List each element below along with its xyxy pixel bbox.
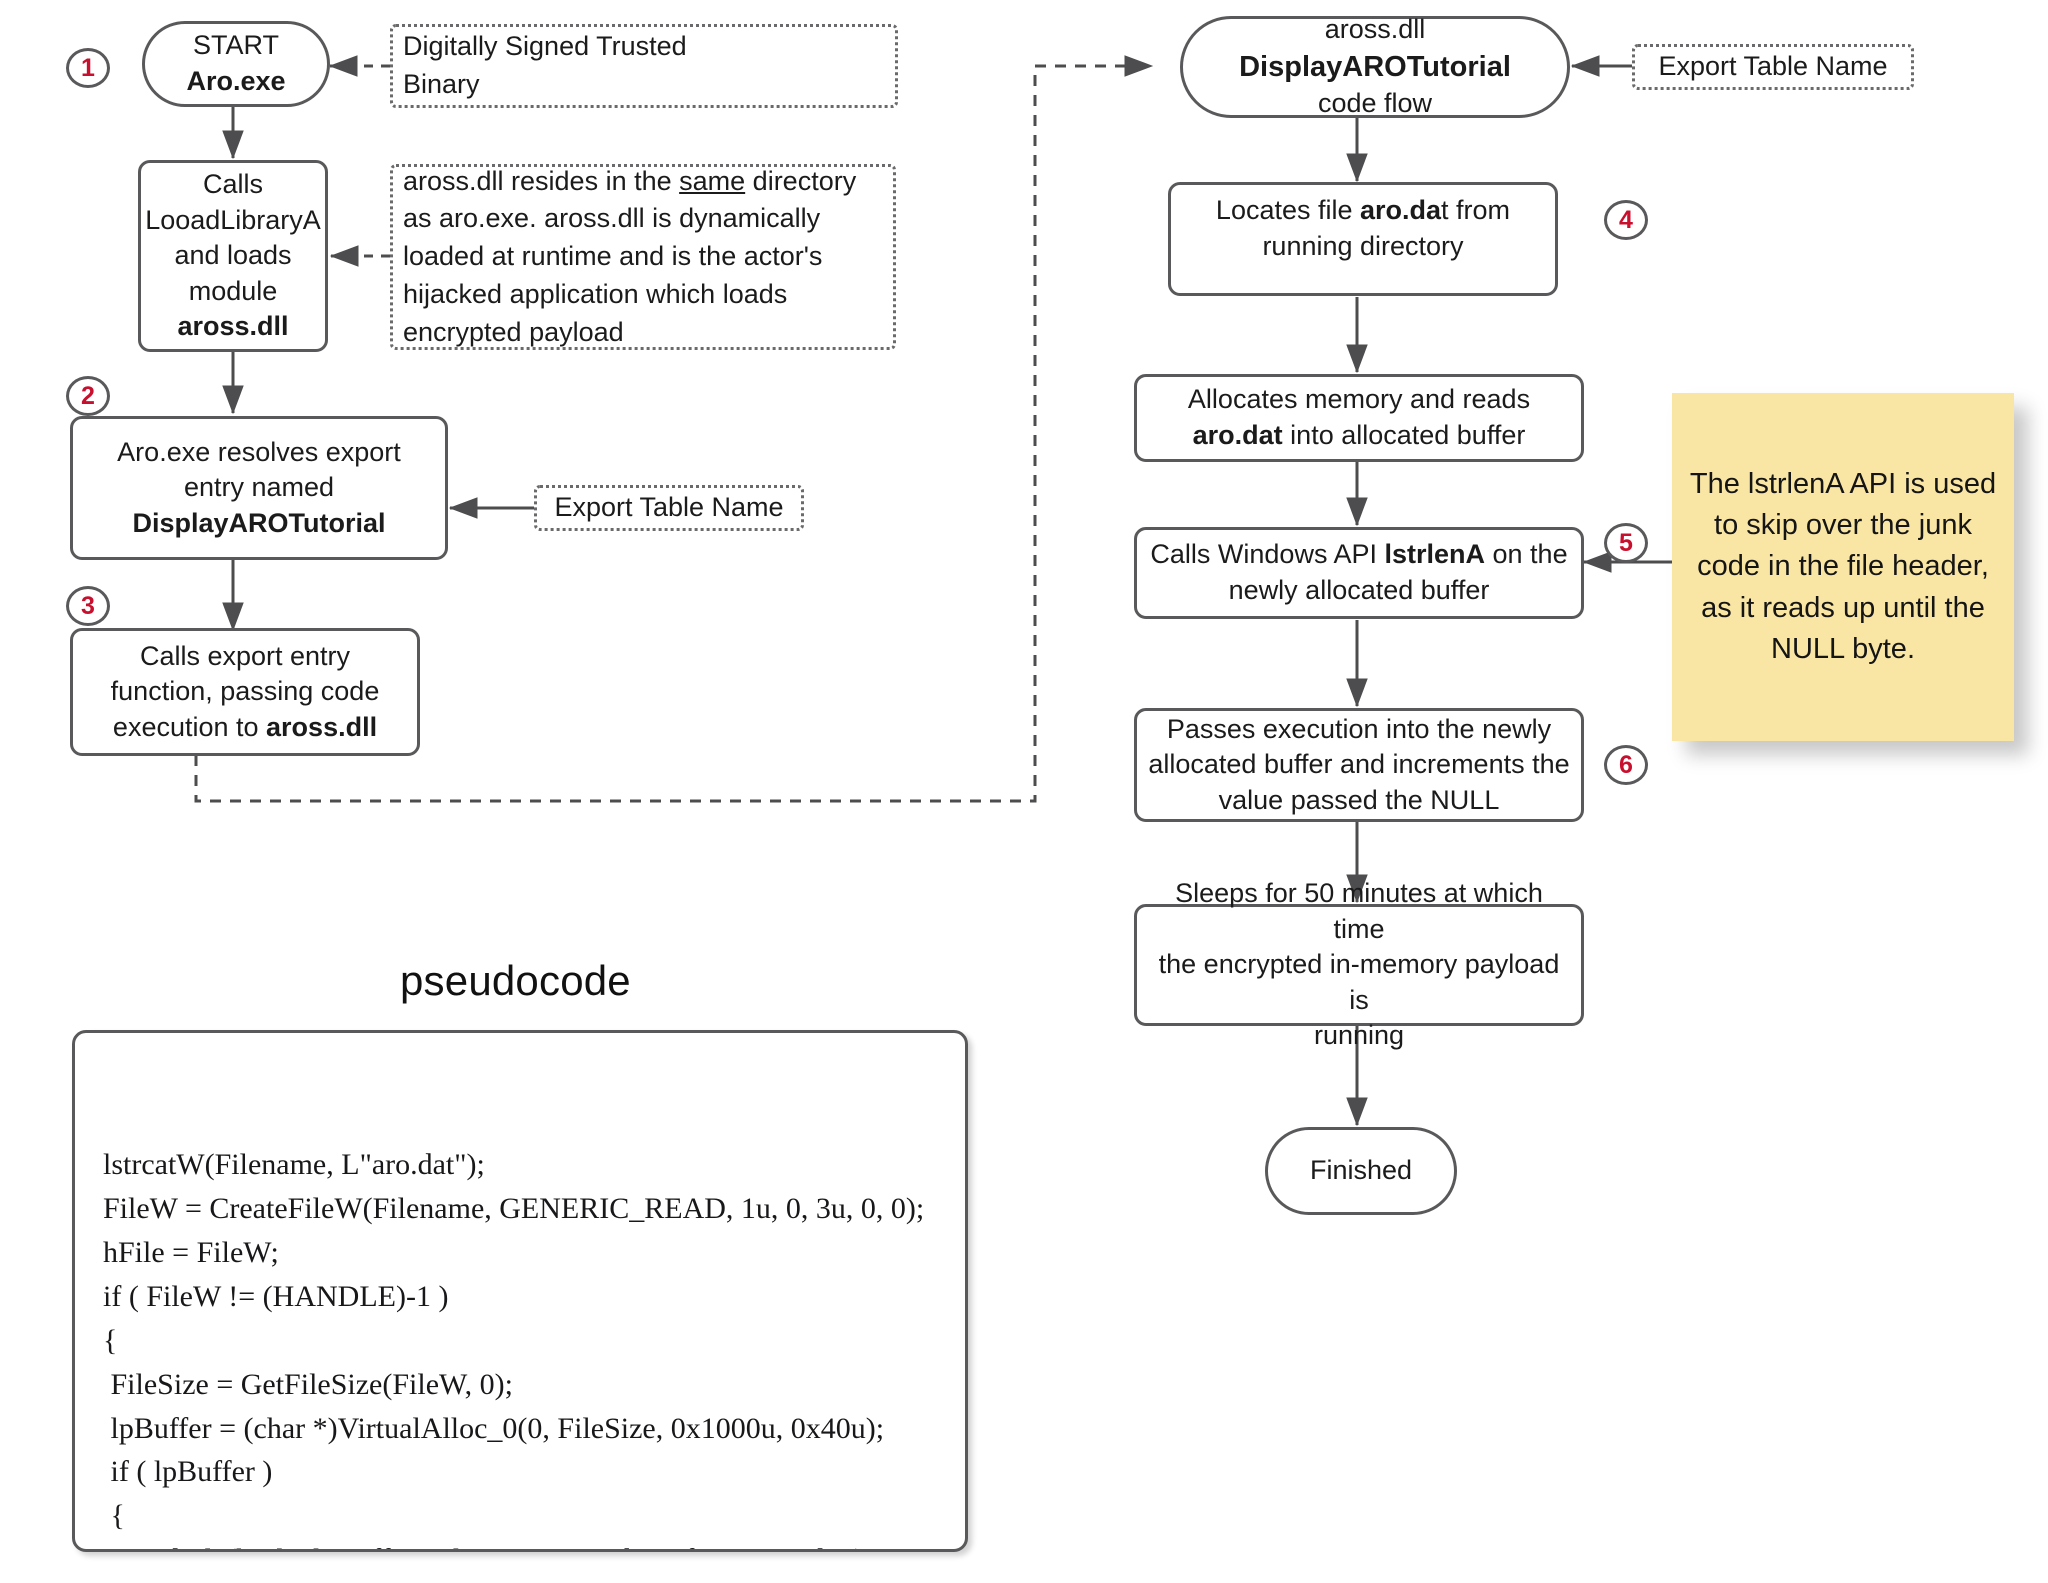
resolve-line-2: entry named bbox=[183, 472, 335, 503]
badge-step-1-label: 1 bbox=[81, 53, 95, 82]
loadlib-line-4: module bbox=[188, 275, 278, 306]
sleep-line-3: running bbox=[1313, 1020, 1405, 1051]
sticky-line-3: code in the file header, bbox=[1697, 550, 1989, 583]
entry-line-3: code flow bbox=[1317, 88, 1433, 119]
badge-step-3: 3 bbox=[66, 586, 110, 626]
finished-label: Finished bbox=[1309, 1155, 1413, 1186]
pseudocode-block: lstrcatW(Filename, L"aro.dat"); FileW = C… bbox=[72, 1030, 968, 1552]
badge-step-5-label: 5 bbox=[1619, 528, 1633, 557]
node-resolve-export-entry[interactable]: Aro.exe resolves export entry named Disp… bbox=[70, 416, 448, 560]
badge-step-5: 5 bbox=[1604, 523, 1648, 563]
allocate-line-1: Allocates memory and reads bbox=[1187, 384, 1531, 415]
node-sleeps-50-minutes[interactable]: Sleeps for 50 minutes at which time the … bbox=[1134, 878, 1584, 1050]
pseudocode-line: lstrcatW(Filename, L"aro.dat"); bbox=[103, 1147, 485, 1181]
note-aross-dll-description: aross.dll resides in the same directory … bbox=[390, 164, 896, 350]
sticky-line-5: NULL byte. bbox=[1771, 632, 1915, 665]
pseudocode-line: hFile = FileW; bbox=[103, 1235, 279, 1269]
allocate-line-2: aro.dat into allocated buffer bbox=[1188, 418, 1530, 454]
lstrlen-line-2: newly allocated buffer bbox=[1228, 575, 1490, 605]
badge-step-4-label: 4 bbox=[1619, 205, 1633, 234]
loadlib-line-3: and loads bbox=[174, 240, 292, 271]
locate-line-1: Locates file aro.dat from bbox=[1216, 193, 1510, 229]
note-aross-line-5: encrypted payload bbox=[403, 316, 624, 347]
allocate-line-2-bold: aro.dat bbox=[1192, 420, 1283, 450]
callexport-line-1: Calls export entry bbox=[139, 640, 351, 671]
sticky-line-2: to skip over the junk bbox=[1714, 509, 1972, 542]
note-signed-line-2: Binary bbox=[403, 69, 480, 99]
sleep-line-1: Sleeps for 50 minutes at which time bbox=[1175, 877, 1543, 944]
loadlib-line-1: Calls bbox=[202, 168, 263, 199]
sticky-line-1: The lstrlenA API is used bbox=[1689, 468, 1997, 501]
pseudocode-line: ReadFile(hFile, lpBuffer, FileSize, &Num… bbox=[103, 1538, 965, 1549]
lstrlen-line-1-bold: lstrlenA bbox=[1384, 539, 1486, 570]
passexec-line-1: Passes execution into the newly bbox=[1166, 713, 1552, 744]
pseudocode-line: { bbox=[103, 1499, 125, 1533]
passexec-line-2: allocated buffer and increments the bbox=[1148, 749, 1570, 780]
locate-line-1-suffix: t from bbox=[1441, 195, 1511, 226]
note-aross-line-3: loaded at runtime and is the actor's bbox=[403, 241, 823, 272]
callexport-line-2: function, passing code bbox=[110, 676, 380, 707]
badge-step-6: 6 bbox=[1604, 745, 1648, 785]
sticky-line-4: as it reads up until the bbox=[1701, 591, 1985, 624]
badge-step-2-label: 2 bbox=[81, 381, 95, 410]
badge-step-6-label: 6 bbox=[1619, 750, 1633, 779]
allocate-line-2-suffix: into allocated buffer bbox=[1282, 420, 1526, 450]
node-calls-lstrlena[interactable]: Calls Windows API lstrlenA on the newly … bbox=[1134, 527, 1584, 619]
note-signed-line-1: Digitally Signed Trusted bbox=[403, 31, 687, 62]
node-locates-file-aro-dat[interactable]: Locates file aro.dat from running direct… bbox=[1168, 182, 1558, 296]
resolve-line-3: DisplayAROTutorial bbox=[132, 507, 386, 538]
pseudocode-heading: pseudocode bbox=[400, 957, 631, 1005]
lstrlen-line-1-prefix: Calls Windows API bbox=[1150, 539, 1385, 570]
resolve-line-1: Aro.exe resolves export bbox=[117, 436, 401, 467]
start-line-1: START bbox=[192, 30, 279, 61]
note-aross-line-1b: directory bbox=[745, 165, 857, 196]
lstrlen-line-1-suffix: on the bbox=[1485, 539, 1568, 570]
node-passes-execution-buffer[interactable]: Passes execution into the newly allocate… bbox=[1134, 708, 1584, 822]
loadlib-line-2: LooadLibraryA bbox=[145, 204, 321, 235]
callexport-line-3: execution to aross.dll bbox=[111, 710, 380, 746]
note-aross-line-2: as aro.exe. aross.dll is dynamically bbox=[403, 203, 821, 234]
pseudocode-line: if ( lpBuffer ) bbox=[103, 1455, 273, 1489]
note-aross-line-1-underline: same bbox=[679, 165, 746, 196]
node-finished[interactable]: Finished bbox=[1265, 1127, 1457, 1215]
note-export-table-name-right: Export Table Name bbox=[1632, 44, 1914, 90]
node-allocates-memory-reads-aro-dat[interactable]: Allocates memory and reads aro.dat into … bbox=[1134, 374, 1584, 462]
sleep-line-2: the encrypted in-memory payload is bbox=[1158, 949, 1560, 1015]
entry-line-1: aross.dll bbox=[1324, 14, 1426, 45]
pseudocode-lines: lstrcatW(Filename, L"aro.dat"); FileW = C… bbox=[103, 1143, 965, 1549]
note-aross-line-1a: aross.dll resides in the bbox=[403, 165, 680, 196]
note-export-table-name-right-label: Export Table Name bbox=[1658, 51, 1888, 82]
node-start-aro-exe[interactable]: START Aro.exe bbox=[142, 21, 330, 107]
locate-line-2: running directory bbox=[1262, 231, 1464, 261]
pseudocode-heading-label: pseudocode bbox=[400, 957, 631, 1004]
pseudocode-line: lpBuffer = (char *)VirtualAlloc_0(0, Fil… bbox=[103, 1411, 885, 1445]
locate-line-1-bold: aro.da bbox=[1360, 195, 1442, 226]
pseudocode-line: FileW = CreateFileW(Filename, GENERIC_RE… bbox=[103, 1191, 925, 1225]
passexec-line-3: value passed the NULL bbox=[1218, 784, 1500, 815]
note-aross-line-1: aross.dll resides in the same directory bbox=[403, 163, 856, 201]
badge-step-2: 2 bbox=[66, 376, 110, 416]
entry-line-2: DisplayAROTutorial bbox=[1239, 50, 1511, 83]
note-aross-line-4: hijacked application which loads bbox=[403, 278, 788, 309]
callexport-line-3-bold: aross.dll bbox=[266, 711, 378, 742]
node-calls-export-entry-function[interactable]: Calls export entry function, passing cod… bbox=[70, 628, 420, 756]
note-export-table-name-left-label: Export Table Name bbox=[554, 492, 784, 523]
pseudocode-line: FileSize = GetFileSize(FileW, 0); bbox=[103, 1367, 513, 1401]
node-calls-loadlibrary[interactable]: Calls LooadLibraryA and loads module aro… bbox=[138, 160, 328, 352]
callexport-line-3-prefix: execution to bbox=[112, 711, 267, 742]
note-digitally-signed-trusted-binary: Digitally Signed Trusted Binary bbox=[390, 24, 898, 108]
node-aross-dll-entry[interactable]: aross.dll DisplayAROTutorial code flow bbox=[1180, 14, 1570, 118]
badge-step-4: 4 bbox=[1604, 200, 1648, 240]
badge-step-3-label: 3 bbox=[81, 591, 95, 620]
badge-step-1: 1 bbox=[66, 48, 110, 88]
loadlib-line-5: aross.dll bbox=[177, 311, 289, 342]
lstrlen-line-1: Calls Windows API lstrlenA on the bbox=[1150, 537, 1567, 573]
note-export-table-name-left: Export Table Name bbox=[534, 485, 804, 531]
start-line-2: Aro.exe bbox=[186, 66, 286, 96]
connector-callexport-to-entry bbox=[194, 55, 1154, 803]
pseudocode-line: { bbox=[103, 1323, 118, 1357]
sticky-note-lstrlena-explanation: The lstrlenA API is used to skip over th… bbox=[1672, 393, 2014, 741]
pseudocode-line: if ( FileW != (HANDLE)-1 ) bbox=[103, 1279, 449, 1313]
locate-line-1-prefix: Locates file bbox=[1215, 195, 1361, 226]
